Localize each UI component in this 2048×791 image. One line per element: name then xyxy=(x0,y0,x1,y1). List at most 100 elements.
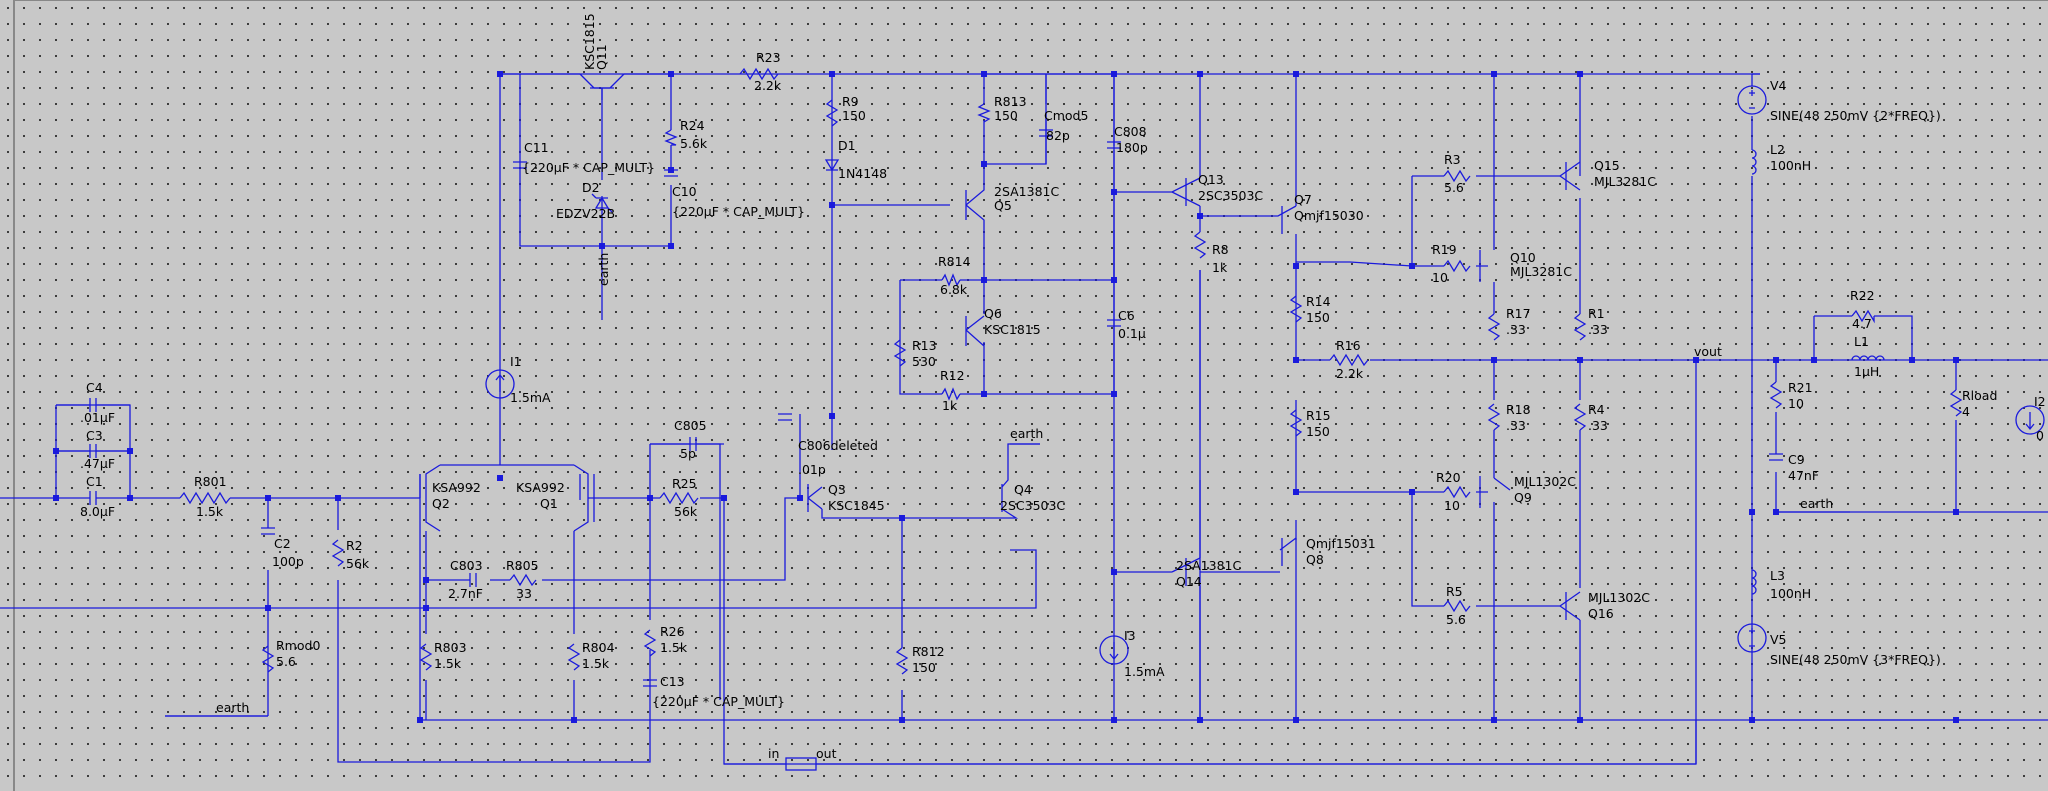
label-c2-val: 100p xyxy=(272,554,304,569)
label-l2-ref: L2 xyxy=(1770,142,1785,157)
label-r9-ref: R9 xyxy=(842,94,859,109)
resistor-r22 xyxy=(1851,309,1875,324)
label-r18-ref: R18 xyxy=(1506,402,1531,417)
label-q4-ref: Q4 xyxy=(1014,482,1032,497)
diode-d2 xyxy=(591,193,613,213)
resistor-r16 xyxy=(1329,353,1369,367)
label-q3-part: KSC1845 xyxy=(828,498,885,513)
capacitor-c806 xyxy=(778,413,792,421)
label-q15-part: MJL3281C xyxy=(1594,174,1656,189)
resistor-r2 xyxy=(331,539,345,567)
label-r4-ref: R4 xyxy=(1588,402,1605,417)
capacitor-c803 xyxy=(469,573,477,587)
label-q7-ref: Q7 xyxy=(1294,192,1312,207)
label-l1-ref: L1 xyxy=(1854,334,1869,349)
resistor-rmod0 xyxy=(261,645,275,673)
resistor-r8 xyxy=(1193,231,1207,259)
resistor-r25 xyxy=(659,491,699,505)
label-c3-ref: C3 xyxy=(86,428,103,443)
label-r22-ref: R22 xyxy=(1850,288,1875,303)
label-r812-ref: R812 xyxy=(912,644,945,659)
label-q1-part: KSA992 xyxy=(516,480,565,495)
label-v5-ref: V5 xyxy=(1770,632,1787,647)
label-r26-ref: R26 xyxy=(660,624,685,639)
label-l3-val: 100nH xyxy=(1770,586,1811,601)
label-c2-ref: C2 xyxy=(274,536,291,551)
label-r20-ref: R20 xyxy=(1436,470,1461,485)
capacitor-c11 xyxy=(513,161,527,169)
label-r4-val: .33 xyxy=(1588,418,1608,433)
label-d1-val: 1N4148 xyxy=(838,166,887,181)
label-c6-ref: C6 xyxy=(1118,308,1135,323)
label-r25-val: 56k xyxy=(674,504,698,519)
label-r15-val: 150 xyxy=(1306,424,1330,439)
resistor-r805 xyxy=(509,573,537,587)
resistor-r19 xyxy=(1443,259,1471,273)
label-d2-val: EDZV22B xyxy=(556,206,615,221)
label-r23-val: 2.2k xyxy=(754,78,782,93)
label-r12-val: 1k xyxy=(942,398,958,413)
label-r16-val: 2.2k xyxy=(1336,366,1364,381)
capacitor-cmod5 xyxy=(1039,129,1053,137)
label-r5-val: 5.6 xyxy=(1446,612,1466,627)
label-q16-ref: Q16 xyxy=(1588,606,1614,621)
label-r813-ref: R813 xyxy=(994,94,1027,109)
label-c3-val: .47µF xyxy=(80,456,115,471)
label-q4-part: 2SC3503C xyxy=(1000,498,1065,513)
label-earth-top: earth xyxy=(596,253,611,286)
label-r19-val: 10 xyxy=(1432,270,1448,285)
label-rmod0-val: 5.6 xyxy=(276,654,296,669)
label-v4-val: SINE(48 250mV {2*FREQ}) xyxy=(1770,108,1941,123)
label-q1-ref: Q1 xyxy=(540,496,558,511)
label-r5-ref: R5 xyxy=(1446,584,1463,599)
label-q14-ref: Q14 xyxy=(1176,574,1202,589)
label-r814-ref: R814 xyxy=(938,254,971,269)
label-v5-val: SINE(48 250mV {3*FREQ}) xyxy=(1770,652,1941,667)
current-source-i3 xyxy=(1099,635,1129,665)
label-rload-ref: Rload xyxy=(1962,388,1997,403)
resistor-r814 xyxy=(941,273,961,287)
label-q14-part: 2SA1381C xyxy=(1176,558,1241,573)
label-q9-ref: Q9 xyxy=(1514,490,1532,505)
inductor-l1 xyxy=(1851,355,1885,361)
resistor-r812 xyxy=(895,647,909,675)
label-r1-val: .33 xyxy=(1588,322,1608,337)
resistor-r813 xyxy=(977,103,991,123)
label-c805-ref: C805 xyxy=(674,418,707,433)
resistor-r14 xyxy=(1289,295,1303,323)
inductor-l2 xyxy=(1751,149,1757,175)
voltage-source-v4 xyxy=(1737,85,1767,115)
label-q10-part: MJL3281C xyxy=(1510,264,1572,279)
label-c803-ref: C803 xyxy=(450,558,483,573)
label-r24-val: 5.6k xyxy=(680,136,708,151)
label-c1-ref: C1 xyxy=(86,474,103,489)
label-earth-in: earth xyxy=(216,700,249,715)
label-r3-val: 5.6 xyxy=(1444,180,1464,195)
label-c11-ref: C11 xyxy=(524,140,549,155)
label-c1-val: 8.0µF xyxy=(80,504,115,519)
label-q7-part: Qmjf15030 xyxy=(1294,208,1364,223)
label-c808-val: 180p xyxy=(1116,140,1148,155)
label-r13-ref: R13 xyxy=(912,338,937,353)
voltage-source-v5 xyxy=(1737,623,1767,653)
label-cmod5-val: 82p xyxy=(1046,128,1070,143)
label-r804-val: 1.5k xyxy=(582,656,610,671)
label-r2-ref: R2 xyxy=(346,538,363,553)
label-c9-val: 47nF xyxy=(1788,468,1819,483)
resistor-r5 xyxy=(1443,599,1471,613)
label-r813-val: 150 xyxy=(994,108,1018,123)
label-r20-val: 10 xyxy=(1444,498,1460,513)
label-r24-ref: R24 xyxy=(680,118,705,133)
label-i2-ref: I2 xyxy=(2034,394,2046,409)
label-c4-ref: C4 xyxy=(86,380,103,395)
capacitor-c805 xyxy=(650,437,724,451)
label-in-label: in xyxy=(768,746,779,761)
label-q6-part: KSC1815 xyxy=(984,322,1041,337)
label-q13-part: 2SC3503C xyxy=(1198,188,1263,203)
capacitor-c13 xyxy=(643,679,657,687)
label-c806-val: .01p xyxy=(798,462,826,477)
label-r1-ref: R1 xyxy=(1588,306,1605,321)
label-q5-ref: Q5 xyxy=(994,198,1012,213)
label-r15-ref: R15 xyxy=(1306,408,1331,423)
